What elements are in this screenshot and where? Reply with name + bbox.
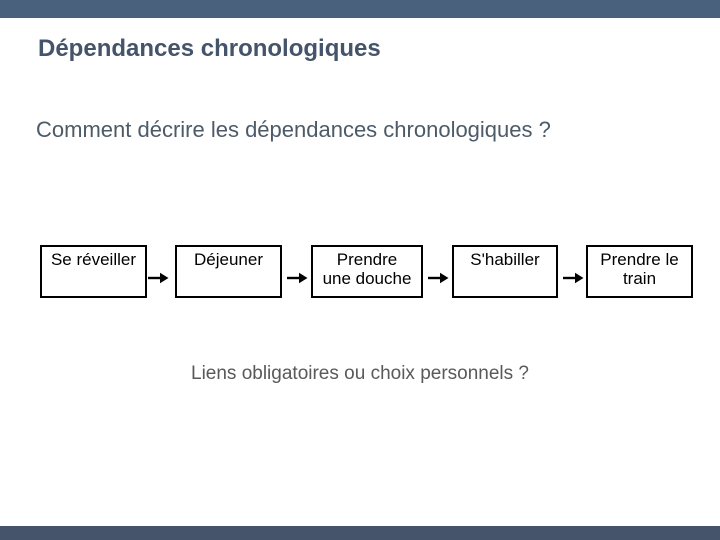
flow-step-s-habiller: S'habiller [452, 245, 558, 298]
flow-step-label: Prendre [336, 250, 398, 269]
flow-step-se-reveiller: Se réveiller [40, 245, 147, 298]
flow-step-prendre-le-train: Prendre le train [586, 245, 693, 298]
arrow-right-icon [428, 272, 449, 284]
slide-title: Dépendances chronologiques [38, 35, 381, 62]
flow-step-label: une douche [322, 269, 412, 288]
top-accent-bar [0, 0, 720, 18]
arrow-right-icon [287, 272, 308, 284]
question-text: Liens obligatoires ou choix personnels ? [191, 363, 529, 384]
flow-step-label: Prendre le [600, 250, 679, 269]
arrow-right-icon [563, 272, 584, 284]
flow-step-dejeuner: Déjeuner [175, 245, 282, 298]
flow-step-label: train [622, 269, 657, 288]
flow-step-prendre-une-douche: Prendre une douche [311, 245, 423, 298]
flow-step-label: Déjeuner [194, 250, 263, 269]
flow-step-label: Se réveiller [50, 250, 137, 269]
bottom-accent-bar [0, 526, 720, 540]
slide-subtitle: Comment décrire les dépendances chronolo… [36, 117, 551, 142]
flow-step-label: S'habiller [470, 250, 540, 269]
arrow-right-icon [148, 272, 169, 284]
